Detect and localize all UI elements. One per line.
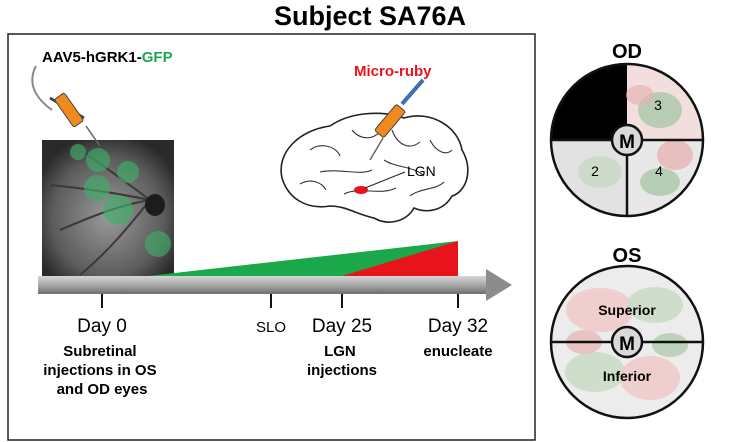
os-inferior-label: Inferior: [603, 368, 652, 384]
brain-illustration: [280, 112, 469, 223]
od-retina-map: [549, 62, 705, 218]
milestone-day0-desc: Subretinal injections in OS and OD eyes: [43, 343, 161, 398]
od-quadrant-2: 2: [591, 163, 599, 179]
lgn-brain-label: LGN: [407, 163, 436, 179]
os-center-m: M: [619, 334, 635, 355]
syringe-icon: [31, 65, 101, 147]
fundus-image: [42, 140, 174, 280]
milestone-day0: Day 0: [77, 316, 127, 337]
milestone-day32-desc: enucleate: [423, 343, 492, 360]
vector-label: AAV5-hGRK1-GFP: [42, 49, 173, 66]
figure-title: Subject SA76A: [274, 1, 466, 31]
tracer-label: Micro-ruby: [354, 63, 432, 80]
od-title: OD: [612, 41, 642, 63]
od-quadrant-3: 3: [654, 97, 662, 113]
milestone-day32: Day 32: [428, 316, 488, 337]
os-retina-map: [549, 264, 705, 420]
timeline-arrow: [38, 269, 512, 301]
syringe-icon-ruby: [369, 78, 425, 161]
od-center-m: M: [619, 132, 635, 153]
milestone-day25: Day 25: [312, 316, 372, 337]
os-title: OS: [613, 245, 642, 267]
od-quadrant-4: 4: [655, 163, 663, 179]
milestone-day25-desc: LGN injections: [307, 343, 377, 379]
left-panel-frame: [7, 33, 536, 441]
os-superior-label: Superior: [598, 302, 656, 318]
ruby-expression-wedge: [342, 241, 458, 276]
milestone-slo: SLO: [256, 319, 286, 336]
